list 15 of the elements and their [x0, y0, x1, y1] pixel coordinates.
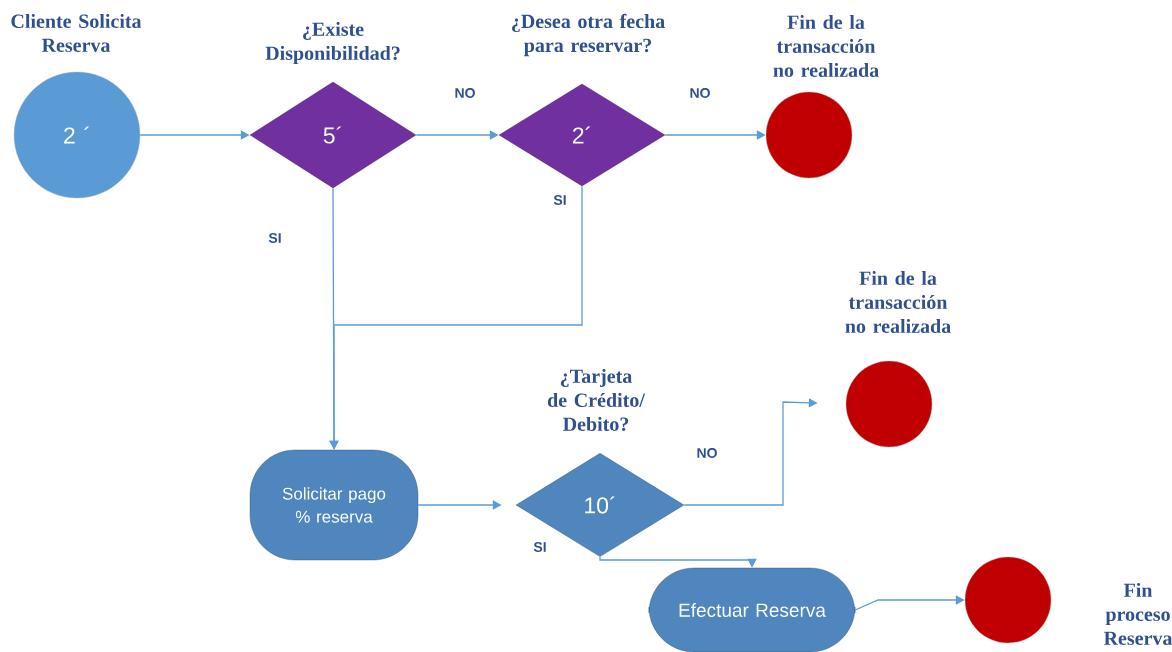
node-heading: Fin de la transacción no realizada [845, 270, 951, 333]
node-heading: ¿Desea otra fecha para reservar? [512, 13, 665, 57]
process-box: Solicitar pago % reserva [249, 449, 419, 561]
process-box: Efectuar Reserva [648, 567, 856, 652]
edge-label: SI [533, 542, 546, 552]
edge-label: SI [553, 195, 566, 205]
node-heading: Fin proceso Reserva [1103, 582, 1172, 645]
node-heading: ¿Existe Disponibilidad? [265, 21, 400, 65]
node-heading: ¿Tarjeta de Crédito/ Debito? [547, 368, 646, 432]
edge-label: NO [455, 88, 475, 98]
edge-label: NO [697, 448, 717, 458]
edge-label: SI [268, 233, 281, 243]
node-heading: Cliente Solicita Reserva [11, 13, 142, 52]
node-heading: Fin de la transacción no realizada [773, 14, 879, 77]
edge-label: NO [690, 88, 710, 98]
